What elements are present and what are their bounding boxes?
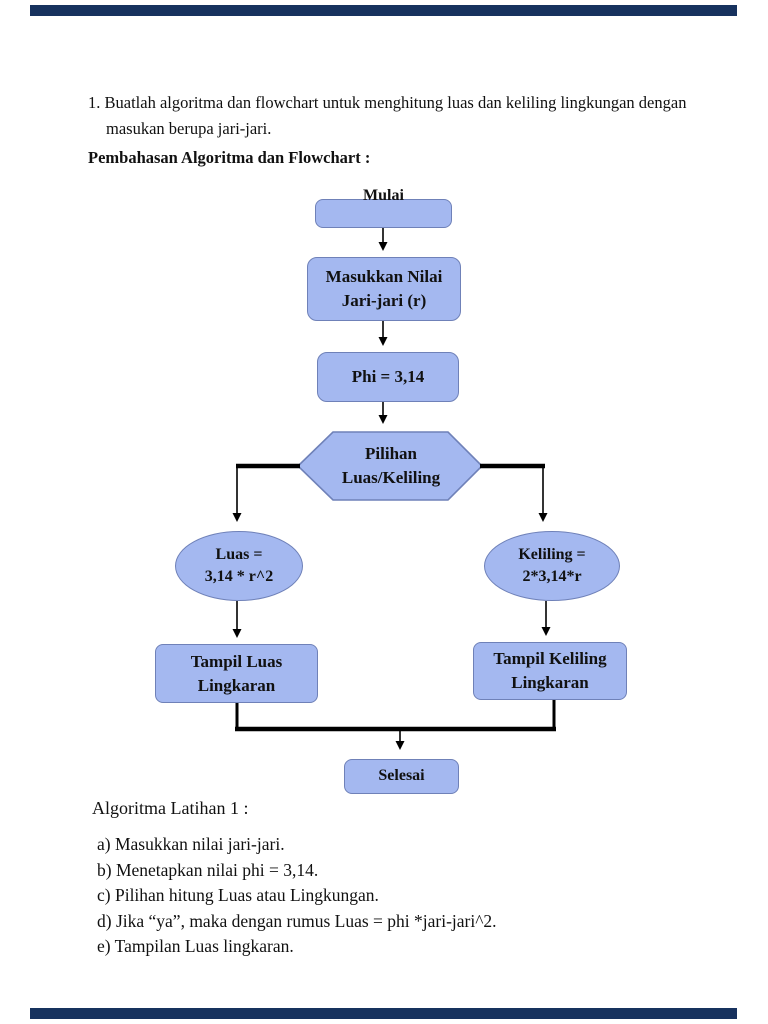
node-tampil-luas: Tampil Luas Lingkaran xyxy=(155,644,318,703)
node-luas-line-2: 3,14 * r^2 xyxy=(204,568,274,585)
node-phi: Phi = 3,14 xyxy=(317,352,459,402)
node-input: Masukkan Nilai Jari-jari (r) xyxy=(307,257,461,321)
node-keliling-line-2: 2*3,14*r xyxy=(522,568,582,585)
node-selesai-text: Selesai xyxy=(378,767,425,785)
node-mulai xyxy=(315,199,452,228)
node-tampil-luas-line-1: Tampil Luas xyxy=(190,651,283,671)
node-tampil-luas-line-2: Lingkaran xyxy=(197,675,276,695)
problem-line-2: masukan berupa jari-jari. xyxy=(106,119,272,138)
node-luas-line-1: Luas = xyxy=(215,545,263,563)
node-phi-text: Phi = 3,14 xyxy=(351,367,425,387)
node-decision-line-1: Pilihan xyxy=(365,444,417,464)
node-keliling: Keliling = 2*3,14*r xyxy=(484,531,620,601)
algorithm-list: a) Masukkan nilai jari-jari. b) Menetapk… xyxy=(97,832,497,960)
node-input-line-1: Masukkan Nilai xyxy=(325,267,443,287)
problem-line-1: 1. Buatlah algoritma dan flowchart untuk… xyxy=(88,93,687,112)
node-decision-line-2: Luas/Keliling xyxy=(341,468,441,487)
algorithm-step: b) Menetapkan nilai phi = 3,14. xyxy=(97,859,319,880)
node-tampil-keliling-line-2: Lingkaran xyxy=(511,673,589,692)
algorithm-step: d) Jika “ya”, maka dengan rumus Luas = p… xyxy=(97,910,497,931)
section-heading: Pembahasan Algoritma dan Flowchart : xyxy=(88,148,371,167)
node-selesai: Selesai xyxy=(344,759,459,794)
node-keliling-line-1: Keliling = xyxy=(518,545,586,563)
algorithm-step: e) Tampilan Luas lingkaran. xyxy=(97,936,294,956)
node-mulai-label: Mulai xyxy=(363,187,404,204)
algorithm-step: a) Masukkan nilai jari-jari. xyxy=(97,834,285,854)
algorithm-step: c) Pilihan hitung Luas atau Lingkungan. xyxy=(97,885,379,905)
problem-statement: 1. Buatlah algoritma dan flowchart untuk… xyxy=(88,90,688,142)
page-top-divider-bar xyxy=(30,5,737,16)
node-tampil-keliling: Tampil Keliling Lingkaran xyxy=(473,642,627,700)
node-luas: Luas = 3,14 * r^2 xyxy=(175,531,303,601)
node-tampil-keliling-line-1: Tampil Keliling xyxy=(493,649,607,669)
page-bottom-divider-bar xyxy=(30,1008,737,1019)
node-input-line-2: Jari-jari (r) xyxy=(341,291,427,310)
algorithm-heading: Algoritma Latihan 1 : xyxy=(92,798,249,818)
node-decision-label: Pilihan Luas/Keliling xyxy=(319,438,463,494)
